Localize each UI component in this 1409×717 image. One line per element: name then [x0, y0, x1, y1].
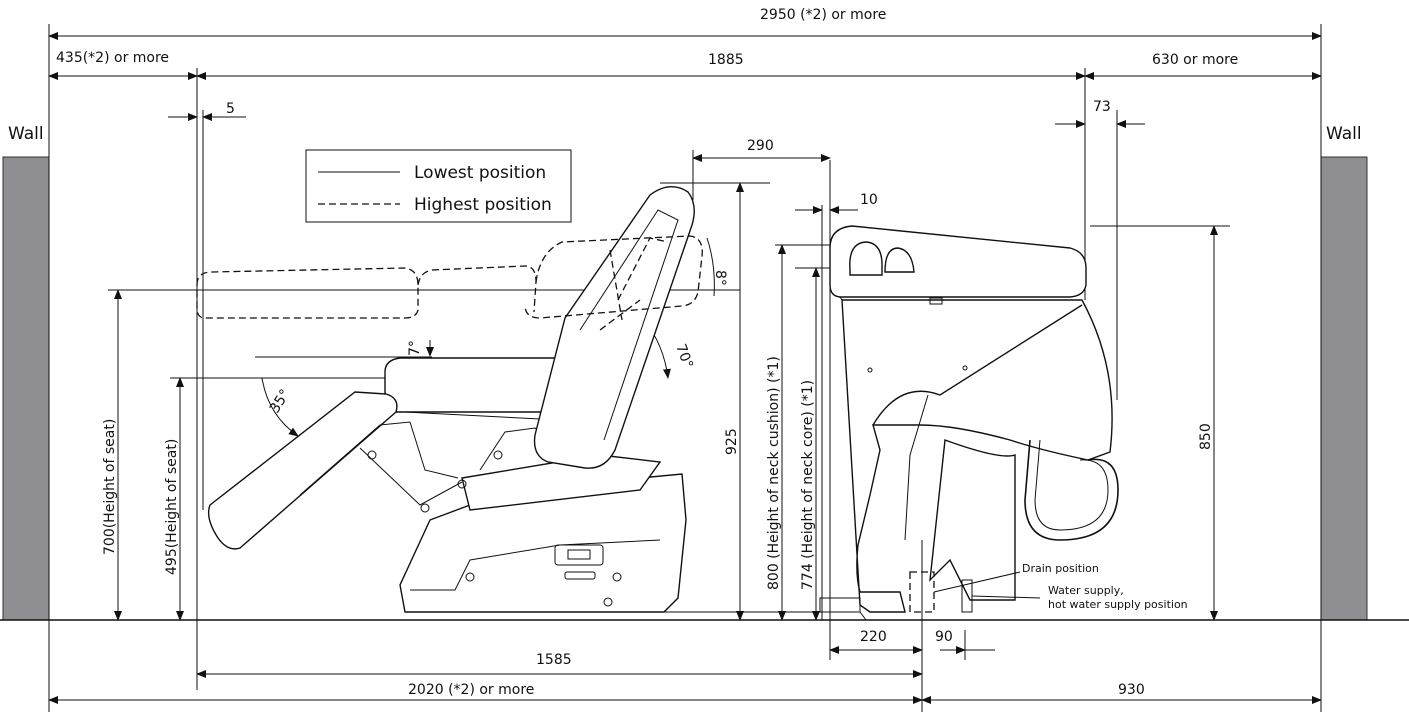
- chair-footrest: [207, 391, 398, 550]
- dim-offset-5: 5: [226, 101, 235, 117]
- dim-bottom-220: 220: [860, 629, 887, 645]
- dim-bottom-left: 2020 (*2) or more: [408, 682, 534, 698]
- dim-offset-73: 73: [1093, 99, 1111, 115]
- right-wall-label: Wall: [1326, 124, 1362, 144]
- dim-height-925: 925: [724, 428, 740, 455]
- dim-right-clearance: 630 or more: [1152, 52, 1238, 68]
- angle-7: 7°: [407, 340, 423, 356]
- neck-cushion: [849, 241, 883, 276]
- angle-35: 35°: [267, 387, 294, 417]
- dim-height-850: 850: [1198, 423, 1214, 450]
- left-wall: [2, 156, 50, 621]
- dim-neck-cushion: 800 (Height of neck cushion) (*1): [766, 356, 782, 590]
- annotations: Drain position Water supply, hot water s…: [1022, 562, 1188, 611]
- dim-neck-core: 774 (Height of neck core) (*1): [800, 380, 816, 590]
- dim-seat-low: 495(Height of seat): [164, 439, 180, 575]
- dim-bottom-right: 930: [1118, 682, 1145, 698]
- legend-solid-label: Lowest position: [414, 163, 546, 183]
- dim-seat-high: 700(Height of seat): [102, 419, 118, 555]
- shampoo-unit: [819, 225, 1119, 613]
- angle-8: 8°: [712, 270, 728, 286]
- water-supply-label-1: Water supply,: [1048, 584, 1124, 597]
- dim-offset-10: 10: [860, 192, 878, 208]
- unit-pedestal: [841, 299, 1113, 613]
- shampoo-chair: [207, 186, 867, 621]
- angle-70: 70°: [672, 342, 696, 371]
- dim-total-width: 2950 (*2) or more: [760, 7, 886, 23]
- dim-backrest-290: 290: [747, 138, 774, 154]
- chair-backrest: [533, 186, 695, 469]
- left-wall-label: Wall: [8, 124, 44, 144]
- dim-bottom-90: 90: [935, 629, 953, 645]
- drain-position-label: Drain position: [1022, 562, 1099, 575]
- dimensions: 2950 (*2) or more 435(*2) or more 1885 6…: [48, 7, 1322, 712]
- walls: Wall Wall: [2, 124, 1368, 621]
- unit-bowl: [829, 225, 1087, 298]
- right-wall: [1320, 156, 1368, 621]
- chair-highest-position: [196, 235, 703, 331]
- legend-dashed-label: Highest position: [414, 195, 552, 215]
- water-supply-label-2: hot water supply position: [1048, 598, 1188, 611]
- dim-left-clearance: 435(*2) or more: [56, 50, 169, 66]
- control-panel: [554, 544, 604, 566]
- dim-chair-length: 1885: [708, 52, 744, 68]
- dim-bottom-1585: 1585: [536, 652, 572, 668]
- legend: Lowest position Highest position: [305, 149, 572, 223]
